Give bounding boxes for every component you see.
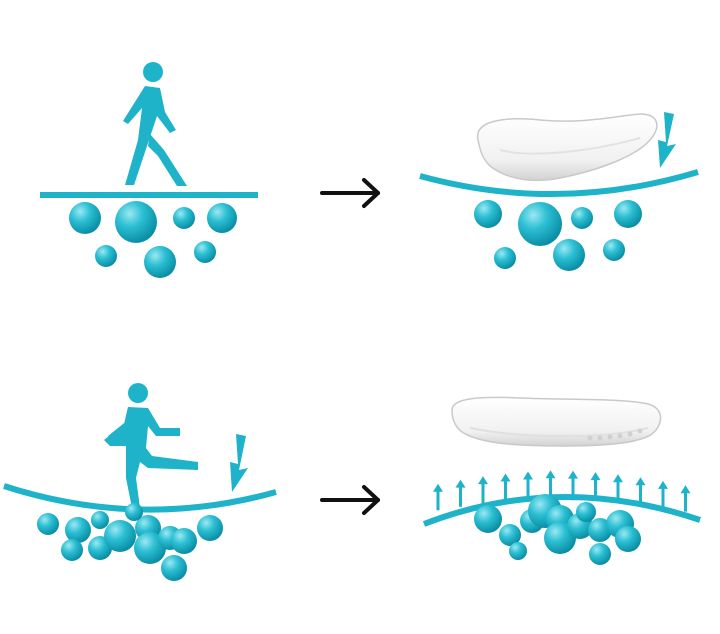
rebound-up-arrow-icon	[433, 483, 443, 511]
press-down-arrow-icon	[658, 112, 676, 168]
foam-ball	[509, 542, 527, 560]
right-arrow-icon	[320, 178, 380, 208]
foam-ball	[134, 532, 166, 564]
foam-ball	[194, 241, 216, 263]
panel-walking-insole	[419, 112, 699, 271]
rebound-up-arrow-icon	[658, 480, 668, 508]
foam-ball	[603, 239, 625, 261]
rebound-up-arrow-icon	[478, 476, 488, 505]
foam-ball	[95, 245, 117, 267]
rebound-up-arrow-icon	[455, 479, 466, 507]
curved-surface-line	[422, 493, 701, 527]
foam-ball	[474, 200, 502, 228]
right-arrow-icon	[320, 485, 380, 515]
foam-ball	[125, 503, 143, 521]
rebound-up-arrow-icon	[680, 485, 691, 512]
foam-ball	[144, 246, 176, 278]
foam-ball	[614, 200, 642, 228]
foam-ball	[65, 517, 91, 543]
panel-walking	[40, 62, 258, 278]
foam-ball	[69, 202, 101, 234]
foam-particles-rebound	[474, 494, 641, 565]
press-down-arrow-icon	[230, 434, 248, 492]
foam-ball	[553, 239, 585, 271]
foam-ball	[173, 207, 195, 229]
foam-ball	[171, 528, 197, 554]
foam-ball	[474, 505, 502, 533]
insole-side-view	[451, 396, 662, 447]
foam-ball	[61, 539, 83, 561]
foam-particles-compressed	[474, 200, 642, 271]
curved-surface-line	[419, 169, 699, 198]
foam-ball	[494, 247, 516, 269]
panel-running	[3, 383, 277, 581]
foam-ball	[197, 515, 223, 541]
walking-person-icon	[123, 62, 187, 186]
panel-running-insole	[422, 396, 701, 565]
insole-side-view	[476, 113, 658, 182]
foam-ball	[518, 202, 562, 246]
foam-particles-scattered	[69, 201, 237, 278]
running-person-icon	[104, 383, 198, 508]
foam-ball	[207, 203, 237, 233]
foam-ball	[571, 207, 593, 229]
foam-ball	[499, 524, 521, 546]
flat-surface-line	[40, 192, 258, 198]
foam-ball	[37, 513, 59, 535]
foam-ball	[589, 543, 611, 565]
foam-ball	[576, 502, 596, 522]
foam-ball	[115, 201, 157, 243]
foam-particles-compressed	[37, 503, 223, 581]
foam-ball	[161, 555, 187, 581]
foam-ball	[91, 511, 109, 529]
foam-ball	[615, 526, 641, 552]
foam-ball	[104, 520, 136, 552]
rebound-up-arrow-icon	[500, 473, 511, 502]
